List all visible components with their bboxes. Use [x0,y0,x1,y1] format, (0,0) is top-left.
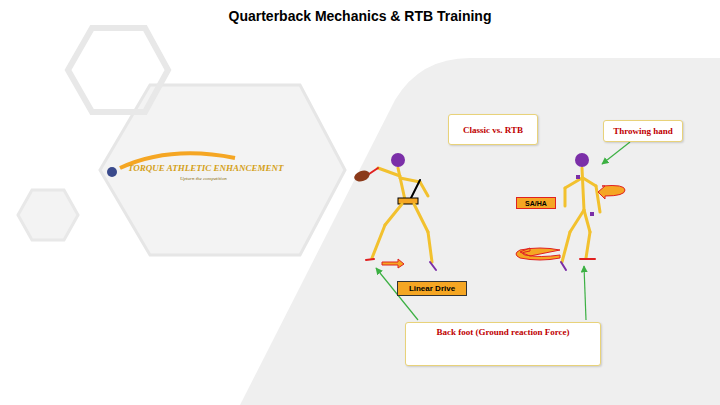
rotation-arrow [598,186,625,200]
logo-dot [107,167,117,177]
rtb-figure [561,153,600,270]
node-text: Throwing hand [613,126,673,136]
node-text: Back foot (Ground reaction Force) [437,327,570,337]
motion-tag: SA/HA [516,197,556,209]
logo-text: TORQUE ATHLETIC ENHANCEMENT [128,163,284,173]
leader-line [602,142,630,164]
linear-drive-arrow [382,259,404,268]
callout-box: Back foot (Ground reaction Force) [405,322,601,366]
hexagon-outline [68,28,168,112]
callout-box: Throwing hand [603,120,683,142]
hexagon-outline [18,190,78,240]
comparison-box: Classic vs. RTB [448,114,538,145]
classic-figure [353,153,436,270]
logo-tagline: Upturn the competition [180,176,227,181]
title: Quarterback Mechanics & RTB Training [0,8,720,24]
node-text: Linear Drive [409,284,455,293]
motion-tag: Linear Drive [397,281,467,296]
node-text: SA/HA [525,200,547,207]
node-text: Classic vs. RTB [463,125,523,135]
leader-line [584,266,586,320]
rotation-arrow [516,248,560,260]
